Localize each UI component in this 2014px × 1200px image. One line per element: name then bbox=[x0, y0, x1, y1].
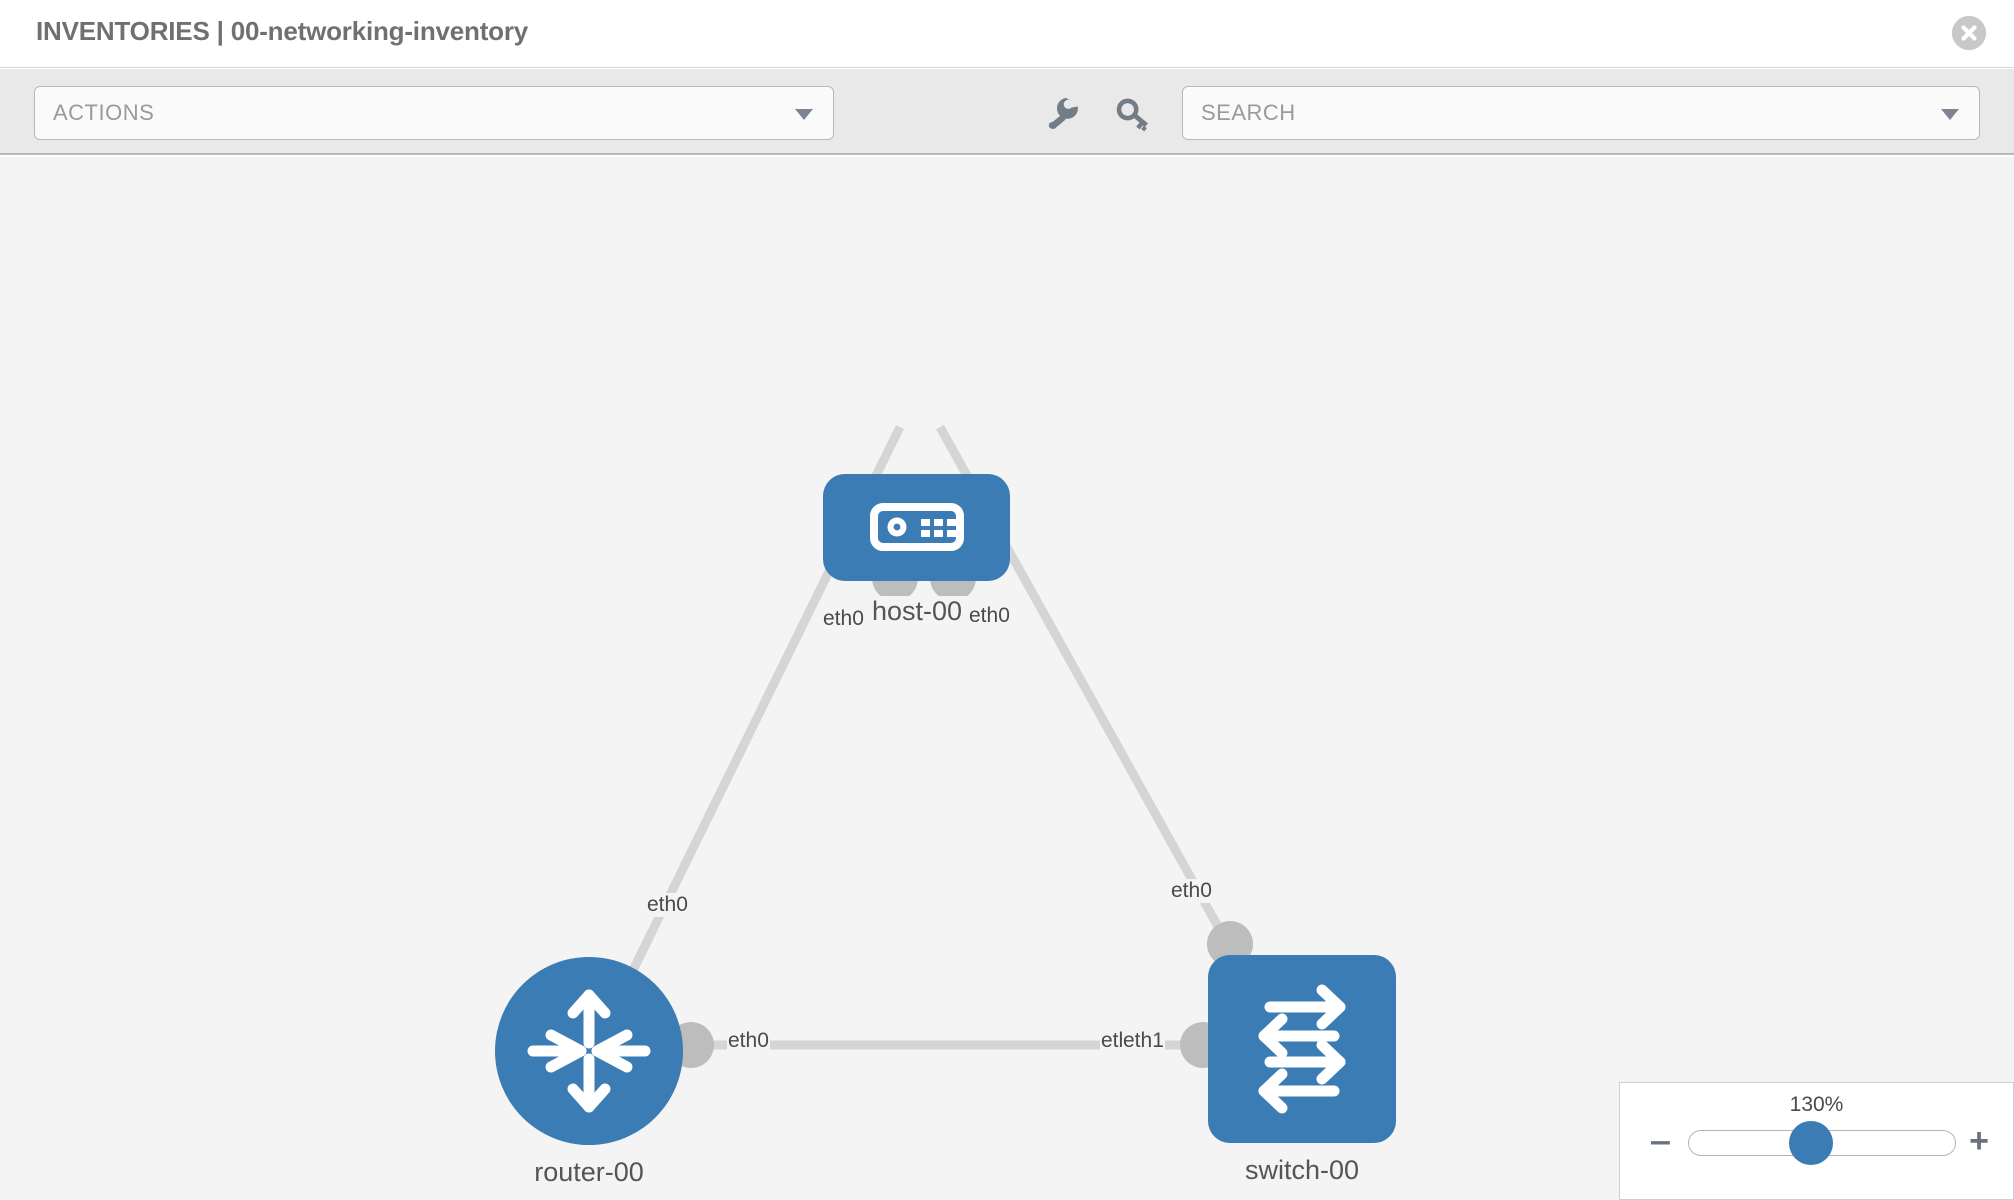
wrench-button[interactable] bbox=[1040, 91, 1086, 137]
close-circle-icon bbox=[1952, 16, 1986, 50]
server-icon bbox=[870, 503, 964, 551]
iface-label-router-right: eth0 bbox=[727, 1029, 770, 1053]
key-icon bbox=[1116, 98, 1148, 132]
iface-label-router-up: eth0 bbox=[646, 893, 689, 917]
node-switch-00-shape[interactable] bbox=[1208, 955, 1396, 1143]
search-box[interactable] bbox=[1182, 86, 1980, 140]
node-router-00-label: router-00 bbox=[515, 1157, 663, 1188]
iface-label-switch-up: eth0 bbox=[1170, 879, 1213, 903]
zoom-slider-thumb[interactable] bbox=[1789, 1121, 1833, 1165]
page-title: INVENTORIES | 00-networking-inventory bbox=[36, 16, 529, 46]
router-arrows-icon bbox=[527, 989, 651, 1113]
actions-dropdown-label: ACTIONS bbox=[53, 100, 155, 125]
page-header: INVENTORIES | 00-networking-inventory bbox=[0, 0, 2014, 68]
switch-arrows-icon bbox=[1258, 984, 1346, 1114]
node-host-00-shape[interactable] bbox=[823, 474, 1010, 581]
toolbar: ACTIONS bbox=[0, 69, 2014, 155]
node-host-00-label: host-00 bbox=[867, 596, 967, 627]
topology-canvas[interactable]: host-00 router-00 bbox=[0, 157, 2014, 1200]
node-router-00-shape[interactable] bbox=[495, 957, 683, 1145]
wrench-icon bbox=[1048, 97, 1078, 129]
zoom-level-value: 130% bbox=[1789, 1093, 1844, 1116]
chevron-down-icon bbox=[795, 109, 813, 120]
actions-dropdown[interactable]: ACTIONS bbox=[34, 86, 834, 140]
zoom-control-panel: 130% ‒ + bbox=[1619, 1082, 2014, 1200]
iface-label-switch-left: eth1 bbox=[1122, 1029, 1165, 1053]
iface-label-host-left: eth0 bbox=[822, 607, 865, 631]
close-button[interactable] bbox=[1952, 16, 1986, 50]
topology-graph bbox=[605, 424, 1239, 1050]
search-input[interactable] bbox=[1199, 87, 1899, 139]
iface-label-host-right: eth0 bbox=[968, 604, 1011, 628]
key-button[interactable] bbox=[1110, 91, 1156, 137]
zoom-in-button[interactable]: + bbox=[1969, 1122, 1989, 1160]
node-switch-00-label: switch-00 bbox=[1228, 1155, 1376, 1186]
zoom-out-button[interactable]: ‒ bbox=[1651, 1122, 1670, 1160]
chevron-down-icon[interactable] bbox=[1941, 109, 1959, 120]
